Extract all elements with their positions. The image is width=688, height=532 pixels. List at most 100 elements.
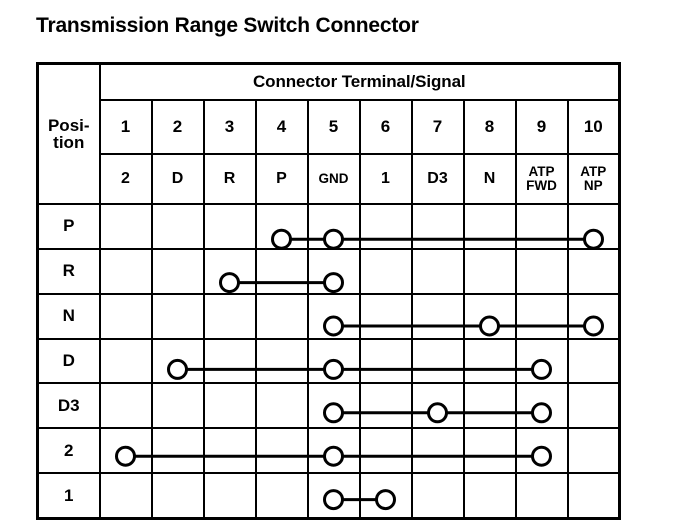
terminal-number-8: 8: [462, 99, 517, 155]
cell-N-t3: [202, 292, 257, 340]
signal-name-9: ATP FWD: [514, 153, 569, 205]
position-label-D: D: [36, 337, 101, 385]
cell-R-t8: [462, 247, 517, 295]
cell-P-t4: [254, 203, 309, 250]
position-header-line1: Posi-: [47, 115, 90, 135]
signal-name-7: D3: [410, 153, 465, 205]
cell-2-t10: [566, 427, 621, 475]
table-row: P: [36, 203, 621, 250]
cell-R-t3: [202, 247, 257, 295]
cell-D-t1: [98, 337, 153, 385]
signal-name-8: N: [462, 153, 517, 205]
table-row: 2: [36, 427, 621, 475]
cell-D3-t10: [566, 382, 621, 430]
table-row: N: [36, 292, 621, 340]
cell-R-t4: [254, 247, 309, 295]
cell-1-t8: [462, 472, 517, 520]
terminal-number-3: 3: [202, 99, 257, 155]
cell-N-t10: [566, 292, 621, 340]
cell-R-t7: [410, 247, 465, 295]
cell-1-t2: [150, 472, 205, 520]
cell-D3-t1: [98, 382, 153, 430]
cell-2-t5: [306, 427, 361, 475]
cell-R-t9: [514, 247, 569, 295]
table-row: 1: [36, 472, 621, 520]
cell-D3-t5: [306, 382, 361, 430]
cell-D3-t7: [410, 382, 465, 430]
cell-D-t8: [462, 337, 517, 385]
connector-terminal-signal-header: Connector Terminal/Signal: [98, 62, 621, 101]
position-header: Posi- tion: [36, 62, 101, 205]
cell-1-t4: [254, 472, 309, 520]
cell-N-t7: [410, 292, 465, 340]
cell-2-t7: [410, 427, 465, 475]
cell-N-t1: [98, 292, 153, 340]
cell-D3-t2: [150, 382, 205, 430]
signal-name-10-line1: ATP: [580, 163, 607, 179]
cell-N-t4: [254, 292, 309, 340]
cell-D-t2: [150, 337, 205, 385]
cell-R-t2: [150, 247, 205, 295]
signal-name-3: R: [202, 153, 257, 205]
signal-name-6: 1: [358, 153, 413, 205]
terminal-number-6: 6: [358, 99, 413, 155]
signal-name-4: P: [254, 153, 309, 205]
table-row: D: [36, 337, 621, 385]
cell-R-t5: [306, 247, 361, 295]
signal-name-10: ATP NP: [566, 153, 621, 205]
signal-name-9-line2: FWD: [526, 178, 557, 193]
terminal-number-7: 7: [410, 99, 465, 155]
position-label-R: R: [36, 247, 101, 295]
cell-1-t10: [566, 472, 621, 520]
cell-2-t6: [358, 427, 413, 475]
cell-D-t9: [514, 337, 569, 385]
cell-P-t2: [150, 203, 205, 250]
signal-name-2: D: [150, 153, 205, 205]
cell-D3-t3: [202, 382, 257, 430]
cell-D-t4: [254, 337, 309, 385]
cell-2-t2: [150, 427, 205, 475]
signal-name-row: 2 D R P GND 1 D3 N ATP FWD ATP NP: [38, 153, 621, 205]
cell-1-t7: [410, 472, 465, 520]
signal-name-5: GND: [306, 153, 361, 205]
cell-2-t4: [254, 427, 309, 475]
signal-name-1: 2: [98, 153, 153, 205]
cell-1-t3: [202, 472, 257, 520]
terminal-number-5: 5: [306, 99, 361, 155]
page-title: Transmission Range Switch Connector: [36, 14, 419, 37]
transmission-range-table: Posi- tion Connector Terminal/Signal 1 2…: [36, 62, 622, 520]
cell-1-t6: [358, 472, 413, 520]
terminal-number-9: 9: [514, 99, 569, 155]
cell-N-t5: [306, 292, 361, 340]
cell-N-t2: [150, 292, 205, 340]
cell-1-t1: [98, 472, 153, 520]
cell-1-t5: [306, 472, 361, 520]
terminal-number-10: 10: [566, 99, 621, 155]
cell-D3-t9: [514, 382, 569, 430]
cell-P-t5: [306, 203, 361, 250]
cell-R-t6: [358, 247, 413, 295]
cell-D-t7: [410, 337, 465, 385]
cell-P-t7: [410, 203, 465, 250]
cell-2-t8: [462, 427, 517, 475]
cell-R-t10: [566, 247, 621, 295]
cell-D-t5: [306, 337, 361, 385]
cell-D3-t4: [254, 382, 309, 430]
table-row: D3: [36, 382, 621, 430]
cell-N-t8: [462, 292, 517, 340]
signal-name-10-line2: NP: [583, 178, 603, 193]
table-header: Posi- tion Connector Terminal/Signal 1 2…: [36, 62, 621, 205]
table-row: R: [36, 247, 621, 295]
terminal-number-row: 1 2 3 4 5 6 7 8 9 10: [38, 99, 621, 155]
cell-N-t9: [514, 292, 569, 340]
position-label-P: P: [36, 203, 101, 250]
position-header-line2: tion: [53, 133, 85, 152]
cell-P-t9: [514, 203, 569, 250]
cell-2-t3: [202, 427, 257, 475]
terminal-number-1: 1: [98, 99, 153, 155]
terminal-number-2: 2: [150, 99, 205, 155]
position-label-D3: D3: [36, 382, 101, 430]
cell-D3-t8: [462, 382, 517, 430]
position-label-N: N: [36, 292, 101, 340]
